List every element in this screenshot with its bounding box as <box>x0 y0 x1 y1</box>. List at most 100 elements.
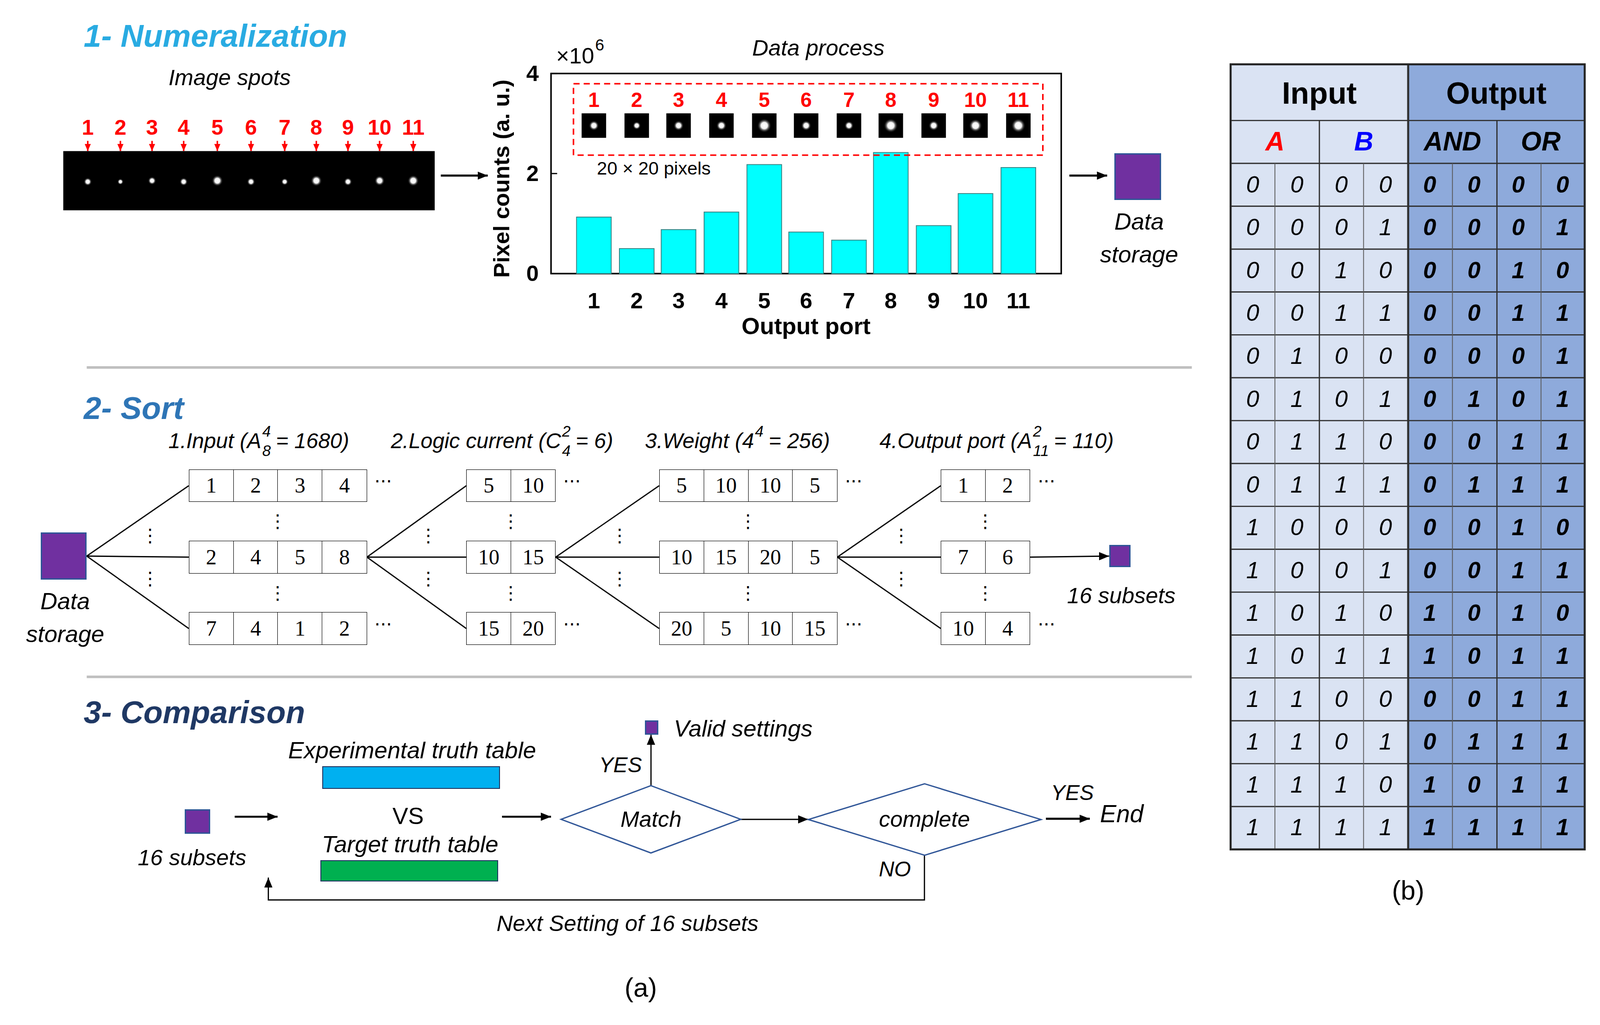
spot-number: 11 <box>1007 88 1030 113</box>
ellipsis: ··· <box>844 472 863 491</box>
ellipsis: ··· <box>844 615 863 634</box>
panel-label: (a) <box>624 972 657 1004</box>
table-border <box>1230 64 1585 850</box>
table-cell: 0 <box>1467 642 1481 670</box>
connector <box>837 485 942 557</box>
table-cell: 1 <box>1556 385 1569 413</box>
connector <box>837 556 942 558</box>
table-cell: 1 <box>1423 642 1437 670</box>
table-cell: 1 <box>1556 299 1569 327</box>
sequence-cell: 2 <box>188 540 234 574</box>
table-cell: 0 <box>1423 256 1437 284</box>
data-square: 16 subsets <box>1109 544 1131 568</box>
sequence-cell: 5 <box>659 469 705 503</box>
spot-number: 4 <box>715 88 728 113</box>
tick-label: 9 <box>927 287 940 314</box>
spot-thumbnails <box>581 113 1031 138</box>
spot-arrows <box>87 140 414 151</box>
table-cell: 0 <box>1511 385 1525 413</box>
group-title: 1.Input (A <box>168 428 262 454</box>
data-square: Data storage <box>1114 153 1162 200</box>
ellipsis: ⋮ <box>610 569 630 588</box>
node-text: Experimental truth table <box>288 737 537 764</box>
light-spot <box>673 120 684 131</box>
node-text: 6 <box>1002 544 1013 570</box>
bar <box>576 217 612 274</box>
spot-number: 9 <box>342 115 355 140</box>
node-text: 5 <box>809 473 820 498</box>
table-cell: 1 <box>1556 771 1569 799</box>
table-cell: 0 <box>1290 299 1304 327</box>
sequence-cell: 10 <box>659 540 705 574</box>
light-spot <box>211 175 223 187</box>
diamond-shape <box>561 785 741 853</box>
table-cell: 1 <box>1379 642 1393 670</box>
ellipsis: ⋮ <box>140 526 160 545</box>
table-cell: 1 <box>1511 685 1525 713</box>
tick-label: 5 <box>757 287 771 314</box>
tick-label: 3 <box>672 287 685 314</box>
spot-number: 1 <box>81 115 94 140</box>
group-title: 4.Output port (A <box>879 428 1032 454</box>
table-cell: 1 <box>1290 685 1304 713</box>
node-text: complete <box>878 806 970 833</box>
table-cell: 1 <box>1379 299 1393 327</box>
axis-exponent: 6 <box>595 35 605 55</box>
ellipsis: ⋮ <box>268 512 288 531</box>
sequence-cell: 4 <box>233 612 279 645</box>
light-spot <box>179 177 188 187</box>
truth-table-bar: Target truth table <box>320 860 498 882</box>
spot-number: 10 <box>367 115 392 140</box>
table-cell: 1 <box>1511 642 1525 670</box>
data-square: Valid settings <box>644 720 659 735</box>
table-cell: 1 <box>1246 685 1260 713</box>
light-spot <box>716 120 727 131</box>
table-cell: 0 <box>1423 513 1437 541</box>
leader-arrow <box>315 140 318 151</box>
section-title: 2- Sort <box>83 389 184 427</box>
table-cell: 1 <box>1290 385 1304 413</box>
table-cell: 0 <box>1423 213 1437 241</box>
ellipsis: ··· <box>374 472 393 491</box>
table-cell: 0 <box>1379 513 1393 541</box>
connector <box>86 556 189 629</box>
node-text: 4 <box>1002 616 1013 641</box>
spot-number: 9 <box>927 88 940 113</box>
table-cell: 1 <box>1334 771 1348 799</box>
connector <box>367 485 467 557</box>
axis-title: Output port <box>741 312 871 340</box>
light-spot <box>632 121 642 130</box>
sequence-cell: 20 <box>510 612 556 645</box>
spot-number: 1 <box>587 88 600 113</box>
table-cell: 1 <box>1334 599 1348 627</box>
edge-label: YES <box>598 752 644 778</box>
tick-label: 1 <box>587 287 600 314</box>
thumbnail <box>836 113 862 138</box>
ellipsis: ⋮ <box>501 512 520 531</box>
group-title: 2.Logic current (C <box>390 428 562 454</box>
light-spot <box>343 177 353 187</box>
table-cell: 1 <box>1290 428 1304 456</box>
leader-arrow <box>347 140 349 151</box>
sequence-cell: 3 <box>277 469 323 503</box>
table-cell: 1 <box>1379 813 1393 841</box>
table-cell: 0 <box>1379 256 1393 284</box>
thumbnail <box>624 113 650 138</box>
node-text: 10 <box>522 473 544 498</box>
node-text: 2 <box>250 473 262 498</box>
table-cell: 1 <box>1334 299 1348 327</box>
table-cell: 1 <box>1511 556 1525 584</box>
spot-number: 7 <box>843 88 855 113</box>
leader-arrow <box>151 140 153 151</box>
node-text: 4 <box>338 473 350 498</box>
tick-label: 2 <box>526 160 539 187</box>
table-cell: 0 <box>1334 385 1348 413</box>
sequence-cell: 4 <box>985 612 1031 645</box>
flow-arrow <box>1045 817 1090 820</box>
table-cell: 0 <box>1290 171 1304 199</box>
tick-label: 4 <box>715 287 728 314</box>
panel-title: Data process <box>752 35 885 62</box>
table-cell: 0 <box>1556 513 1569 541</box>
ellipsis: ⋮ <box>738 583 758 603</box>
leader-arrow <box>283 140 286 151</box>
